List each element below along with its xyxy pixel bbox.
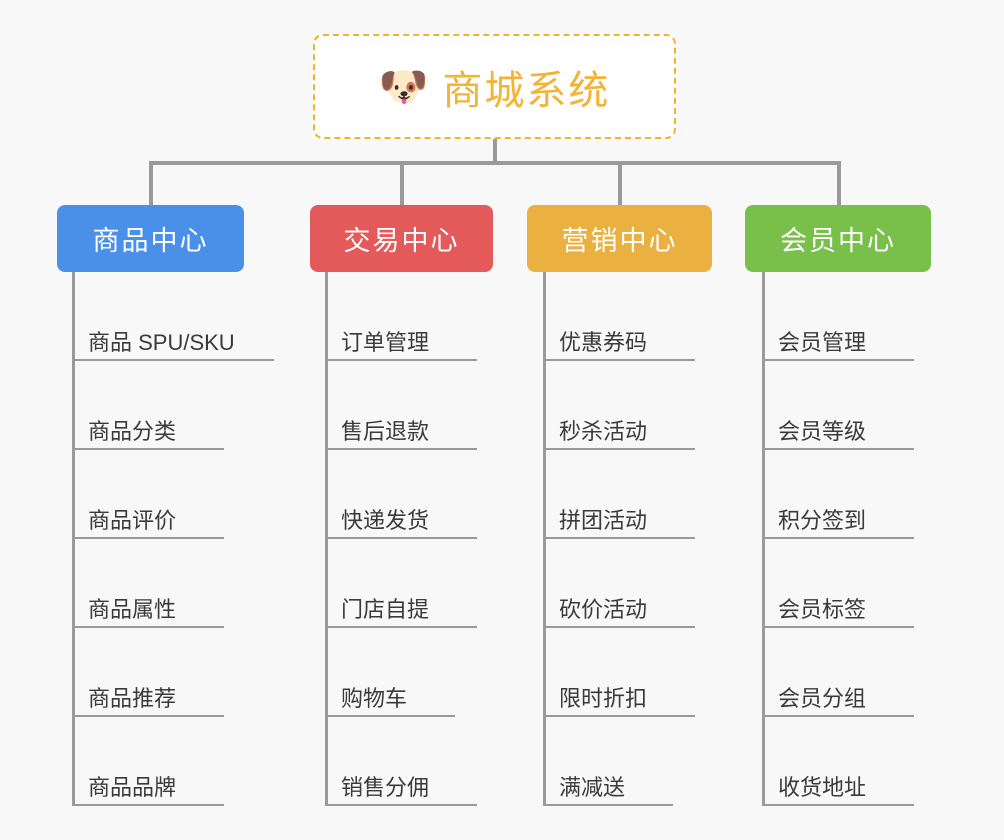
dept-label-marketing-center: 营销中心 — [561, 226, 678, 256]
dept-box-marketing-center[interactable]: 营销中心 — [527, 205, 712, 272]
item-underline — [543, 804, 673, 806]
item-label: 商品品牌 — [88, 775, 177, 800]
item-column-trade-center: 订单管理 售后退款 快递发货 门店自提 购物车 销售分佣 — [325, 272, 477, 806]
connector-drop-4 — [837, 161, 841, 206]
item-label: 门店自提 — [341, 597, 430, 622]
item-underline — [762, 715, 914, 717]
item-label: 商品属性 — [88, 597, 177, 622]
list-item[interactable]: 快递发货 — [325, 450, 477, 539]
item-underline — [762, 626, 914, 628]
item-label: 秒杀活动 — [559, 419, 648, 444]
item-label: 快递发货 — [341, 508, 430, 533]
list-item[interactable]: 会员标签 — [762, 539, 914, 628]
list-item[interactable]: 商品分类 — [72, 361, 235, 450]
item-column-product-center: 商品 SPU/SKU 商品分类 商品评价 商品属性 商品推荐 商品品牌 — [72, 272, 274, 806]
list-item[interactable]: 拼团活动 — [543, 450, 695, 539]
column-rail — [325, 272, 328, 806]
item-label: 销售分佣 — [341, 775, 430, 800]
item-label: 满减送 — [559, 775, 626, 800]
item-underline — [325, 804, 477, 806]
column-rail — [762, 272, 765, 806]
column-rail — [72, 272, 75, 806]
connector-drop-3 — [618, 161, 622, 206]
column-rail — [543, 272, 546, 806]
item-label: 商品评价 — [88, 508, 177, 533]
item-column-member-center: 会员管理 会员等级 积分签到 会员标签 会员分组 收货地址 — [762, 272, 914, 806]
item-underline — [543, 448, 695, 450]
list-item[interactable]: 售后退款 — [325, 361, 477, 450]
item-underline — [762, 537, 914, 539]
item-underline — [762, 448, 914, 450]
item-label: 砍价活动 — [559, 597, 648, 622]
list-item[interactable]: 订单管理 — [325, 272, 477, 361]
connector-horizontal-bus — [149, 161, 841, 165]
item-underline — [72, 626, 224, 628]
list-item[interactable]: 秒杀活动 — [543, 361, 695, 450]
list-item[interactable]: 门店自提 — [325, 539, 477, 628]
connector-drop-1 — [149, 161, 153, 206]
item-label: 会员分组 — [778, 686, 867, 711]
connector-drop-2 — [400, 161, 404, 206]
dept-label-trade-center: 交易中心 — [343, 226, 460, 256]
list-item[interactable]: 商品属性 — [72, 539, 235, 628]
list-item[interactable]: 限时折扣 — [543, 628, 695, 717]
item-underline — [72, 359, 274, 361]
dept-box-product-center[interactable]: 商品中心 — [57, 205, 244, 272]
item-label: 收货地址 — [778, 775, 867, 800]
item-label: 积分签到 — [778, 508, 867, 533]
item-underline — [543, 537, 695, 539]
list-item[interactable]: 会员分组 — [762, 628, 914, 717]
list-item[interactable]: 积分签到 — [762, 450, 914, 539]
list-item[interactable]: 商品品牌 — [72, 717, 235, 806]
item-label: 会员管理 — [778, 330, 867, 355]
item-underline — [325, 626, 477, 628]
root-title-label: 商城系统 — [442, 68, 611, 113]
item-underline — [762, 804, 914, 806]
item-label: 拼团活动 — [559, 508, 648, 533]
item-underline — [72, 804, 224, 806]
list-item[interactable]: 满减送 — [543, 717, 673, 806]
list-item[interactable]: 商品推荐 — [72, 628, 235, 717]
list-item[interactable]: 购物车 — [325, 628, 455, 717]
dept-label-product-center: 商品中心 — [92, 226, 209, 256]
item-label: 订单管理 — [341, 330, 430, 355]
item-underline — [325, 448, 477, 450]
list-item[interactable]: 商品评价 — [72, 450, 235, 539]
item-underline — [543, 626, 695, 628]
item-underline — [72, 537, 224, 539]
item-underline — [72, 448, 224, 450]
item-underline — [325, 537, 477, 539]
item-underline — [325, 359, 477, 361]
item-label: 会员标签 — [778, 597, 867, 622]
list-item[interactable]: 砍价活动 — [543, 539, 695, 628]
list-item[interactable]: 销售分佣 — [325, 717, 477, 806]
shiba-dog-face-icon: 🐶 — [378, 64, 429, 109]
item-column-marketing-center: 优惠券码 秒杀活动 拼团活动 砍价活动 限时折扣 满减送 — [543, 272, 695, 806]
list-item[interactable]: 收货地址 — [762, 717, 914, 806]
item-label: 商品推荐 — [88, 686, 177, 711]
dept-label-member-center: 会员中心 — [780, 226, 896, 256]
item-label: 会员等级 — [778, 419, 867, 444]
dept-box-trade-center[interactable]: 交易中心 — [310, 205, 493, 272]
root-title-card[interactable]: 🐶 商城系统 — [313, 34, 676, 139]
dept-box-member-center[interactable]: 会员中心 — [745, 205, 931, 272]
item-underline — [543, 715, 695, 717]
list-item[interactable]: 会员管理 — [762, 272, 914, 361]
item-label: 优惠券码 — [559, 330, 648, 355]
connector-root-stem — [493, 139, 497, 164]
list-item[interactable]: 商品 SPU/SKU — [72, 272, 274, 361]
item-label: 商品 SPU/SKU — [88, 330, 235, 355]
item-underline — [72, 715, 224, 717]
item-label: 售后退款 — [341, 419, 430, 444]
item-underline — [325, 715, 455, 717]
item-label: 限时折扣 — [559, 686, 648, 711]
item-underline — [543, 359, 695, 361]
list-item[interactable]: 优惠券码 — [543, 272, 695, 361]
item-underline — [762, 359, 914, 361]
item-label: 商品分类 — [88, 419, 177, 444]
item-label: 购物车 — [341, 686, 408, 711]
list-item[interactable]: 会员等级 — [762, 361, 914, 450]
